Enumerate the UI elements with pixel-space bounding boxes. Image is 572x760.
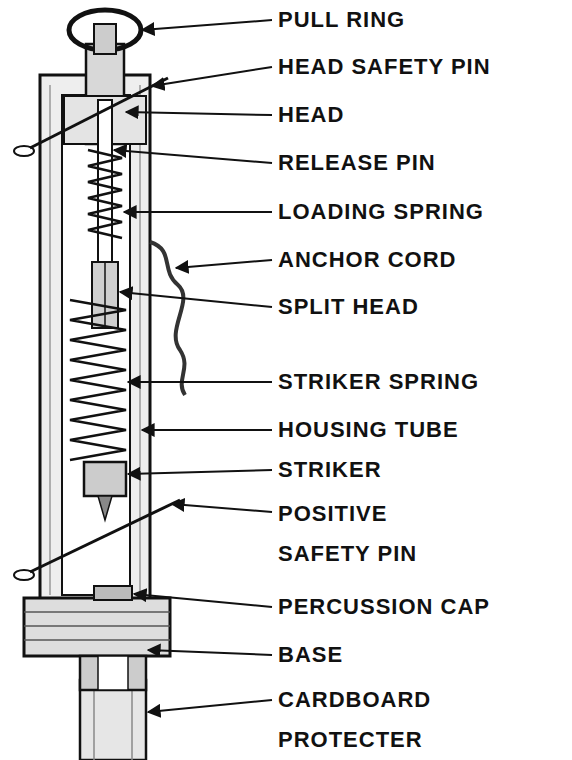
- part-label: ANCHOR CORD: [278, 240, 568, 280]
- striker: [84, 462, 126, 496]
- part-label: POSITIVE SAFETY PIN: [278, 494, 478, 574]
- percussion-cap: [94, 586, 132, 600]
- base-nipple: [80, 656, 146, 690]
- positive-safety-pin: [30, 500, 180, 572]
- cardboard-protector: [80, 680, 146, 760]
- part-label: PULL RING: [278, 0, 568, 40]
- part-label: CARDBOARD PROTECTER: [278, 680, 478, 760]
- part-label: STRIKER: [278, 450, 568, 490]
- base: [24, 598, 170, 656]
- loading-spring: [88, 150, 122, 238]
- housing-tube: [40, 75, 150, 605]
- part-label: RELEASE PIN: [278, 143, 568, 183]
- part-label: SPLIT HEAD: [278, 287, 568, 327]
- part-label: BASE: [278, 635, 568, 675]
- part-label: LOADING SPRING: [278, 192, 568, 232]
- leader-lines: [114, 20, 272, 712]
- striker-spring: [70, 300, 126, 460]
- part-label: HEAD SAFETY PIN: [278, 47, 568, 87]
- anchor-cord: [150, 242, 185, 395]
- part-label: PERCUSSION CAP: [278, 587, 568, 627]
- split-head: [92, 262, 118, 328]
- part-label: STRIKER SPRING: [278, 362, 568, 402]
- part-label: HEAD: [278, 95, 568, 135]
- tube-cutaway: [62, 95, 130, 595]
- part-label: HOUSING TUBE: [278, 410, 568, 450]
